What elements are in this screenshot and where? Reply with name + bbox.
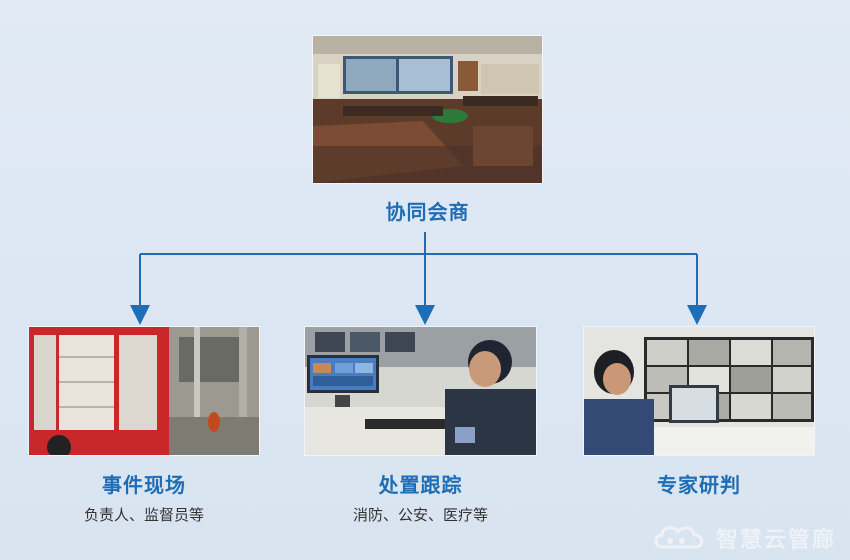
branch-3-title: 专家研判: [657, 473, 741, 497]
branch-2-title: 处置跟踪: [378, 473, 463, 497]
branch-2-subtitle: 消防、公安、医疗等: [352, 506, 488, 524]
top-node-title: 协同会商: [385, 200, 470, 224]
branch-1-subtitle: 负责人、监督员等: [83, 506, 204, 524]
conference-room-photo: [313, 36, 542, 183]
fire-truck-scene-photo: [29, 327, 259, 455]
expert-video-wall-photo: [584, 327, 814, 455]
police-monitoring-desk-photo: [305, 327, 536, 455]
watermark: 智慧云管廊: [652, 520, 836, 556]
cloud-logo-icon: [654, 526, 704, 549]
watermark-text: 智慧云管廊: [715, 528, 836, 553]
branch-1-title: 事件现场: [102, 473, 186, 497]
